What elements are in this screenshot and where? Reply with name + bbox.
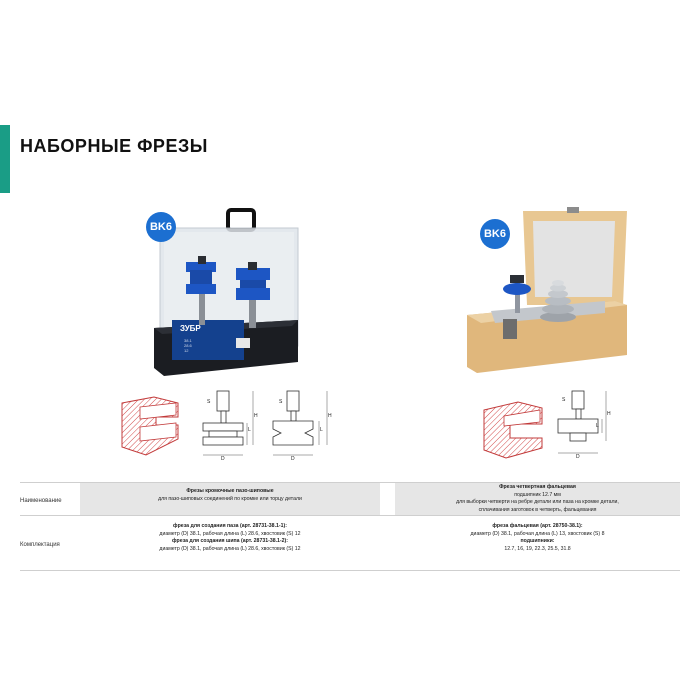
rabbet-bit-wooden-box-image [467, 207, 627, 373]
name-cell-left: Фрезы кромочные пазо-шиповые для пазо-ши… [80, 488, 380, 503]
dim-label-d: D [221, 456, 225, 462]
box-spec-list: 38.1 28.6 12 [184, 338, 192, 353]
row-divider-bottom [20, 570, 680, 571]
kit-cell-left: фреза для создания паза (арт. 28731-38.1… [80, 523, 380, 553]
dim-label-s: S [207, 399, 211, 405]
accent-bar [0, 125, 10, 193]
kit-cell-right: фреза фальцевая (арт. 28750-38.1): диаме… [395, 523, 680, 553]
product-name-desc: для выборки четверти на ребре детали или… [456, 499, 619, 505]
dim-label-h: H [254, 413, 258, 419]
kit-item-title: фреза для создания шипа (арт. 28731-38.1… [172, 538, 288, 544]
product-name-desc: для пазо-шиповых соединений по кромке ил… [158, 495, 302, 502]
product-name-desc: подшипник 12.7 мм [514, 491, 561, 498]
dim-label-s: S [279, 399, 283, 405]
badge-bk6: BK6 [146, 212, 176, 242]
dim-label-l: L [320, 427, 323, 433]
row-label-name: Наименование [20, 498, 62, 504]
joint-profile-diagram-left [120, 395, 180, 457]
kit-item-desc: диаметр (D) 38.1, рабочая длина (L) 28.6… [159, 545, 301, 552]
dim-label-d: D [576, 454, 580, 460]
product-image-tenon-groove-set: BK6 ЗУБР 38.1 28.6 12 [140, 200, 310, 385]
kit-item-desc: диаметр (D) 38.1, рабочая длина (L) 28.6… [159, 530, 301, 537]
dim-label-h: H [607, 411, 611, 417]
product-name-title: Фрезы кромочные пазо-шиповые [186, 488, 274, 494]
row-divider-middle [20, 515, 680, 516]
kit-item-desc: 12.7, 16, 19, 22.3, 25.5, 31.8 [504, 545, 571, 552]
box-spec-d: 38.1 [184, 338, 192, 343]
dim-label-s: S [562, 397, 566, 403]
router-bits-in-case-image [154, 208, 299, 376]
badge-bk6: BK6 [480, 219, 510, 249]
box-spec-l: 28.6 [184, 343, 192, 348]
product-name-title: Фреза четвертная фальцевая [499, 484, 576, 490]
kit-item-title: фреза для создания паза (арт. 28731-38.1… [173, 523, 287, 529]
tenon-bit-diagram: S L H D [265, 387, 335, 467]
page-title: НАБОРНЫЕ ФРЕЗЫ [20, 136, 208, 156]
box-brand-label: ЗУБР [180, 324, 201, 333]
product-image-rabbet-set: BK6 [455, 205, 640, 380]
dim-label-d: D [291, 456, 295, 462]
dim-label-h: H [328, 413, 332, 419]
dim-label-l: L [248, 427, 251, 433]
rabbet-profile-diagram [482, 398, 544, 460]
rabbet-bit-diagram: S L H D [550, 387, 611, 467]
row-label-kit: Комплектация [20, 542, 60, 548]
box-spec-s: 12 [184, 348, 189, 353]
groove-bit-diagram: S L H D [195, 387, 258, 467]
name-row-bg-right [395, 482, 680, 515]
row-divider-top [20, 482, 680, 483]
kit-item-title: фреза фальцевая (арт. 28750-38.1): [492, 523, 583, 529]
kit-item-desc: диаметр (D) 38.1, рабочая длина (L) 13, … [470, 530, 605, 537]
name-cell-right: Фреза четвертная фальцевая подшипник 12.… [395, 484, 680, 514]
name-row-bg-left [80, 482, 380, 515]
kit-item-title: подшипники: [520, 538, 555, 544]
product-name-desc: сплачивания заготовок в четверть, фальце… [478, 506, 597, 513]
dim-label-l: L [596, 423, 599, 429]
